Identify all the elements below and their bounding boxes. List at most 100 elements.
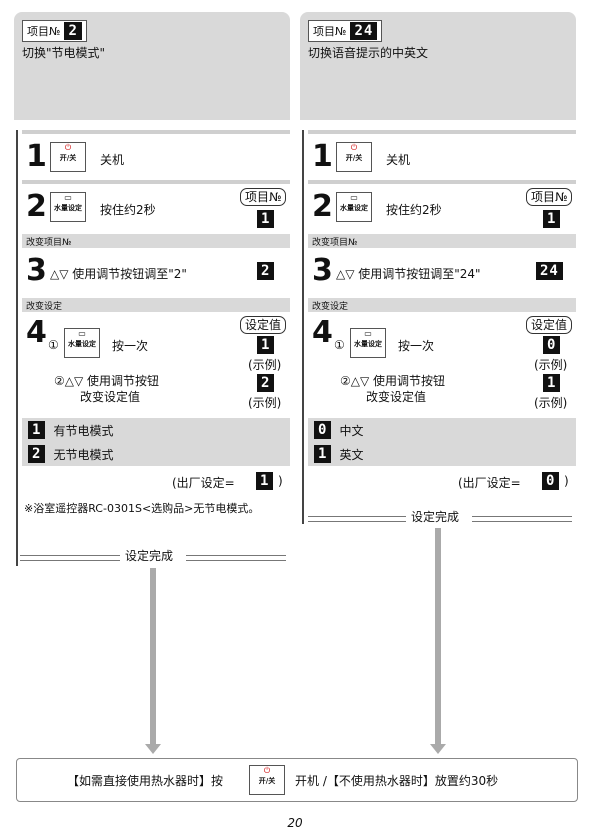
item-no-value: 24 — [350, 22, 378, 40]
factory-setting: (出厂设定= 1 ) — [22, 466, 290, 496]
power-button-label: 开/关 — [59, 154, 77, 162]
divider — [22, 130, 290, 134]
step4a-display: 1 — [257, 336, 275, 354]
step4b-line2: 改变设定值 — [80, 390, 141, 404]
page-number: 20 — [287, 816, 303, 830]
water-icon: ▭ — [78, 329, 86, 338]
step-2: 2 ▭ 水量设定 按住约2秒 项目№ 1 — [22, 184, 290, 234]
circle-one: ① — [334, 338, 345, 352]
option-code: 0 — [314, 421, 332, 439]
option-text: 英文 — [339, 447, 364, 462]
left-arrow-head — [145, 744, 161, 754]
power-button[interactable]: ⏻ 开/关 — [50, 142, 86, 172]
option-text: 无节电模式 — [53, 447, 114, 462]
water-button[interactable]: ▭ 水量设定 — [350, 328, 386, 358]
right-steps: 1 ⏻ 开/关 关机 2 ▭ 水量设定 按住约2秒 项目№ 1 改变项目№ 3 … — [300, 130, 576, 496]
step-number: 4 — [26, 315, 47, 350]
example-note: (示例) — [534, 358, 568, 372]
section-change-item: 改变项目№ — [308, 234, 576, 248]
step-1: 1 ⏻ 开/关 关机 — [22, 134, 290, 180]
power-button-label: 开/关 — [345, 154, 363, 162]
item-no-badge: 项目№ — [526, 188, 573, 206]
bottom-instruction: 【如需直接使用热水器时】按 ⏻ 开/关 开机 /【不使用热水器时】放置约30秒 — [16, 758, 578, 802]
right-done: 设定完成 — [411, 510, 460, 524]
item-no-label: 项目№ — [313, 25, 347, 38]
water-button-label: 水量设定 — [340, 204, 368, 212]
setting-value-badge: 设定值 — [526, 316, 573, 334]
option-code: 1 — [28, 421, 46, 439]
section-change-setting: 改变设定 — [22, 298, 290, 312]
step-4: 4 ① ▭ 水量设定 按一次 设定值 1 (示例) ②△▽ 使用调节按钮 改变设… — [22, 312, 290, 418]
left-title: 切换"节电模式" — [22, 46, 106, 60]
step-number: 2 — [26, 189, 47, 224]
example-note: (示例) — [248, 396, 282, 410]
step4a-display: 0 — [543, 336, 561, 354]
step4b-display: 1 — [543, 374, 561, 392]
step4b-line1: ②△▽ 使用调节按钮 — [54, 374, 160, 388]
example-note: (示例) — [534, 396, 568, 410]
water-icon: ▭ — [350, 193, 358, 202]
step-2: 2 ▭ 水量设定 按住约2秒 项目№ 1 — [308, 184, 576, 234]
divider — [308, 516, 406, 522]
list-item: 1 英文 — [308, 442, 576, 466]
right-arrow — [435, 528, 441, 744]
factory-suffix: ) — [278, 474, 283, 488]
bottom-text-1: 【如需直接使用热水器时】按 — [67, 774, 224, 788]
factory-value: 1 — [256, 472, 274, 490]
left-panel: 项目№ 2 切换"节电模式" 1 ⏻ 开/关 关机 2 ▭ 水量设定 按住约2秒… — [14, 12, 290, 515]
water-icon: ▭ — [64, 193, 72, 202]
left-done: 设定完成 — [125, 549, 174, 563]
step1-label: 关机 — [386, 153, 411, 167]
options-list: 0 中文 1 英文 — [308, 418, 576, 466]
setting-value-badge: 设定值 — [240, 316, 287, 334]
step4b-display: 2 — [257, 374, 275, 392]
step-3: 3 △▽ 使用调节按钮调至"2" 2 — [22, 248, 290, 298]
list-item: 2 无节电模式 — [22, 442, 290, 466]
step3-label: △▽ 使用调节按钮调至"2" — [50, 267, 187, 281]
left-panel-header: 项目№ 2 切换"节电模式" — [14, 12, 290, 120]
remote-note: ※浴室遥控器RC-0301S<选购品>无节电模式。 — [24, 502, 260, 515]
right-panel: 项目№ 24 切换语音提示的中英文 1 ⏻ 开/关 关机 2 ▭ 水量设定 按住… — [300, 12, 576, 490]
divider — [20, 555, 120, 561]
water-button[interactable]: ▭ 水量设定 — [336, 192, 372, 222]
section-change-item: 改变项目№ — [22, 234, 290, 248]
step-number: 1 — [312, 139, 333, 174]
step2-label: 按住约2秒 — [386, 203, 442, 217]
divider — [472, 516, 572, 522]
circle-one: ① — [48, 338, 59, 352]
right-edge-line — [302, 130, 304, 524]
list-item: 0 中文 — [308, 418, 576, 442]
step2-display: 1 — [543, 210, 561, 228]
right-item-tag: 项目№ 24 — [308, 20, 383, 42]
factory-prefix: (出厂设定= — [458, 476, 521, 490]
section-change-setting: 改变设定 — [308, 298, 576, 312]
step4b-line2: 改变设定值 — [366, 390, 427, 404]
power-icon: ⏻ — [263, 766, 271, 775]
step3-display: 24 — [536, 262, 563, 280]
divider — [22, 180, 290, 184]
factory-setting: (出厂设定= 0 ) — [308, 466, 576, 496]
power-icon: ⏻ — [350, 143, 358, 152]
step-number: 4 — [312, 315, 333, 350]
power-button[interactable]: ⏻ 开/关 — [249, 765, 285, 795]
water-button[interactable]: ▭ 水量设定 — [64, 328, 100, 358]
item-no-value: 2 — [64, 22, 82, 40]
power-button-label: 开/关 — [258, 777, 276, 785]
step4a-label: 按一次 — [398, 339, 435, 353]
water-button-label: 水量设定 — [354, 340, 382, 348]
step2-display: 1 — [257, 210, 275, 228]
left-note: ※浴室遥控器RC-0301S<选购品>无节电模式。 — [14, 496, 290, 518]
step-3: 3 △▽ 使用调节按钮调至"24" 24 — [308, 248, 576, 298]
factory-value: 0 — [542, 472, 560, 490]
step4b-line1: ②△▽ 使用调节按钮 — [340, 374, 446, 388]
power-button[interactable]: ⏻ 开/关 — [336, 142, 372, 172]
right-arrow-head — [430, 744, 446, 754]
step-number: 2 — [312, 189, 333, 224]
step1-label: 关机 — [100, 153, 125, 167]
divider — [308, 130, 576, 134]
water-button[interactable]: ▭ 水量设定 — [50, 192, 86, 222]
option-text: 中文 — [339, 423, 364, 438]
divider — [186, 555, 286, 561]
item-no-badge: 项目№ — [240, 188, 287, 206]
step-number: 3 — [312, 253, 333, 288]
